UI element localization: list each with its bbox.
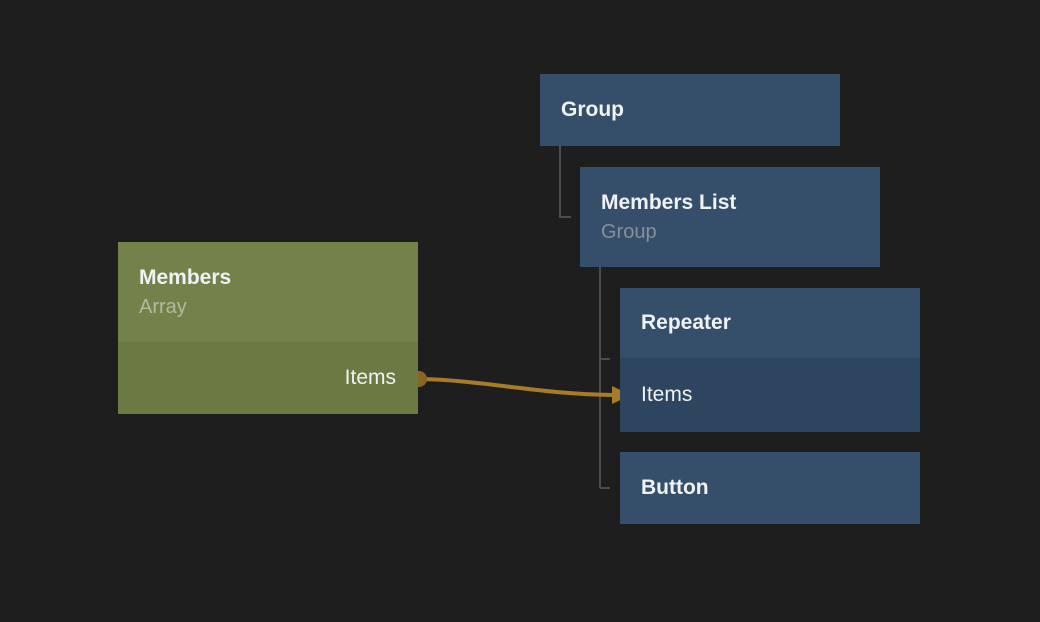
node-title: Repeater [641,311,731,334]
node-members-header: Members Array [118,242,418,342]
node-members[interactable]: Members Array Items [118,242,418,414]
tree-connector-group-to-members-list [559,146,571,218]
node-button[interactable]: Button [620,452,920,524]
repeater-items-input-row[interactable]: Items [620,358,920,432]
port-label: Items [344,366,396,389]
node-subtitle: Group [601,221,657,243]
node-title: Button [641,476,709,499]
node-group[interactable]: Group [540,74,840,146]
node-button-header: Button [620,452,920,524]
node-subtitle: Array [139,296,187,318]
tree-connector-members-list-children [599,266,610,489]
node-members-list-header: Members List Group [580,167,880,267]
node-title: Members [139,266,232,289]
node-repeater-header: Repeater [620,288,920,358]
node-repeater[interactable]: Repeater Items [620,288,920,432]
connection-wire-items[interactable] [417,377,615,397]
node-members-list[interactable]: Members List Group [580,167,880,267]
node-title: Members List [601,191,737,214]
node-title: Group [561,98,624,121]
port-label: Items [641,383,693,406]
node-group-header: Group [540,74,840,146]
members-items-output-row[interactable]: Items [118,342,418,414]
